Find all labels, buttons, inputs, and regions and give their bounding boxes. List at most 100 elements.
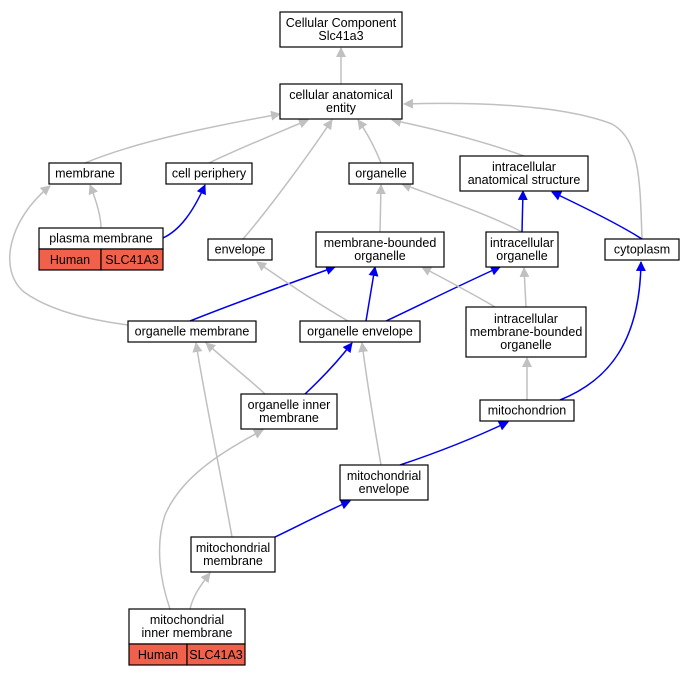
node-label-line: membrane	[55, 167, 115, 181]
edge-mbo-to-organelle-is-a	[375, 184, 386, 233]
annotation-gene: SLC41A3	[105, 253, 159, 267]
edge-pm-to-membrane-is-a	[88, 184, 102, 229]
node-label-line: cytoplasm	[614, 243, 670, 257]
node-label-line: mitochondrial	[150, 613, 224, 627]
edge-envelope-to-cae-is-a	[242, 119, 333, 240]
node-label-line: organelle inner	[248, 398, 331, 412]
node-label-line: organelle membrane	[135, 325, 250, 339]
node-label-line: cellular anatomical	[289, 88, 393, 102]
node-box	[339, 464, 429, 501]
node-om[interactable]: organelle membrane	[127, 320, 257, 343]
edge-membrane-to-cae-is-a	[84, 110, 281, 164]
edge-mm-to-me-part-of	[274, 500, 351, 538]
node-label-line: intracellular	[490, 236, 554, 250]
node-membrane[interactable]: membrane	[48, 162, 122, 185]
edge-mm-to-om-is-a	[192, 342, 233, 538]
node-box	[128, 608, 246, 645]
node-box	[48, 162, 122, 185]
node-envelope[interactable]: envelope	[207, 238, 273, 261]
annotation-species: Human	[50, 253, 90, 267]
node-cellper[interactable]: cell periphery	[165, 162, 253, 185]
node-label-line: organelle	[500, 338, 551, 352]
edge-mim-to-oim-is-a	[158, 429, 264, 610]
edge-oe-to-envelope-is-a	[256, 261, 349, 322]
node-mito[interactable]: mitochondrion	[479, 399, 575, 422]
edge-organelle-to-cae-is-a	[357, 119, 382, 164]
edge-io-to-organelle-is-a	[401, 182, 523, 233]
edge-imbo-to-io-is-a	[519, 267, 530, 308]
node-label-line: membrane-bounded	[470, 325, 583, 339]
node-cyto[interactable]: cytoplasm	[604, 238, 680, 261]
edge-oim-to-oe-part-of	[304, 342, 353, 395]
edge-om-to-mbo-part-of	[189, 265, 336, 322]
edge-io-to-ias-part-of	[517, 190, 528, 233]
node-box	[479, 399, 575, 422]
node-label-line: membrane	[203, 554, 263, 568]
node-box	[485, 231, 559, 268]
node-label-line: envelope	[215, 243, 266, 257]
node-label-line: mitochondrion	[488, 404, 567, 418]
edge-oim-to-om-is-a	[205, 342, 266, 395]
node-box	[604, 238, 680, 261]
node-label-line: cell periphery	[172, 167, 247, 181]
edge-ias-to-cae-is-a	[391, 116, 525, 157]
node-label-line: membrane	[259, 411, 319, 425]
node-oe[interactable]: organelle envelope	[299, 320, 421, 343]
node-label-line: plasma membrane	[49, 232, 153, 246]
edge-oe-to-mbo-part-of	[365, 266, 379, 322]
edge-layer	[9, 47, 646, 610]
node-box	[315, 231, 445, 268]
edge-cyto-to-cae-is-a	[403, 98, 643, 240]
annotation-gene: SLC41A3	[189, 648, 243, 662]
edge-pm-to-cellper-part-of	[162, 184, 206, 239]
node-label-line: inner membrane	[141, 626, 232, 640]
node-label-line: organelle envelope	[307, 325, 413, 339]
node-box	[459, 155, 589, 192]
node-label-line: mitochondrial	[347, 469, 421, 483]
node-box	[240, 393, 338, 430]
annotation-gene-cell	[100, 248, 164, 271]
node-label-line: mitochondrial	[196, 541, 270, 555]
node-box	[127, 320, 257, 343]
node-label-line: organelle	[354, 249, 405, 263]
node-label-line: Slc41a3	[318, 29, 363, 43]
node-organelle[interactable]: organelle	[348, 162, 414, 185]
annotation-species: Human	[138, 648, 178, 662]
edge-mito-to-cyto-part-of	[559, 261, 646, 401]
node-box	[299, 320, 421, 343]
node-label-line: organelle	[496, 249, 547, 263]
edge-oe-to-io-part-of	[385, 266, 501, 322]
annotation-gene-cell	[186, 643, 246, 666]
edge-cellper-to-cae-is-a	[208, 118, 309, 164]
node-box	[279, 11, 403, 48]
node-box	[207, 238, 273, 261]
edge-imbo-to-mbo-is-a	[421, 266, 496, 308]
edge-me-to-oe-is-a	[358, 342, 382, 466]
node-box	[279, 83, 403, 120]
edge-cyto-to-ias-part-of	[551, 191, 643, 240]
node-label-line: organelle	[355, 167, 406, 181]
edge-me-to-mito-part-of	[399, 421, 509, 466]
node-box	[348, 162, 414, 185]
node-label-line: anatomical structure	[468, 173, 581, 187]
node-label-line: Cellular Component	[286, 16, 397, 30]
node-label-line: entity	[326, 101, 357, 115]
node-label-line: intracellular	[492, 160, 556, 174]
node-label-line: membrane-bounded	[324, 236, 437, 250]
node-box	[165, 162, 253, 185]
node-label-line: intracellular	[494, 312, 558, 326]
node-box	[190, 536, 276, 573]
